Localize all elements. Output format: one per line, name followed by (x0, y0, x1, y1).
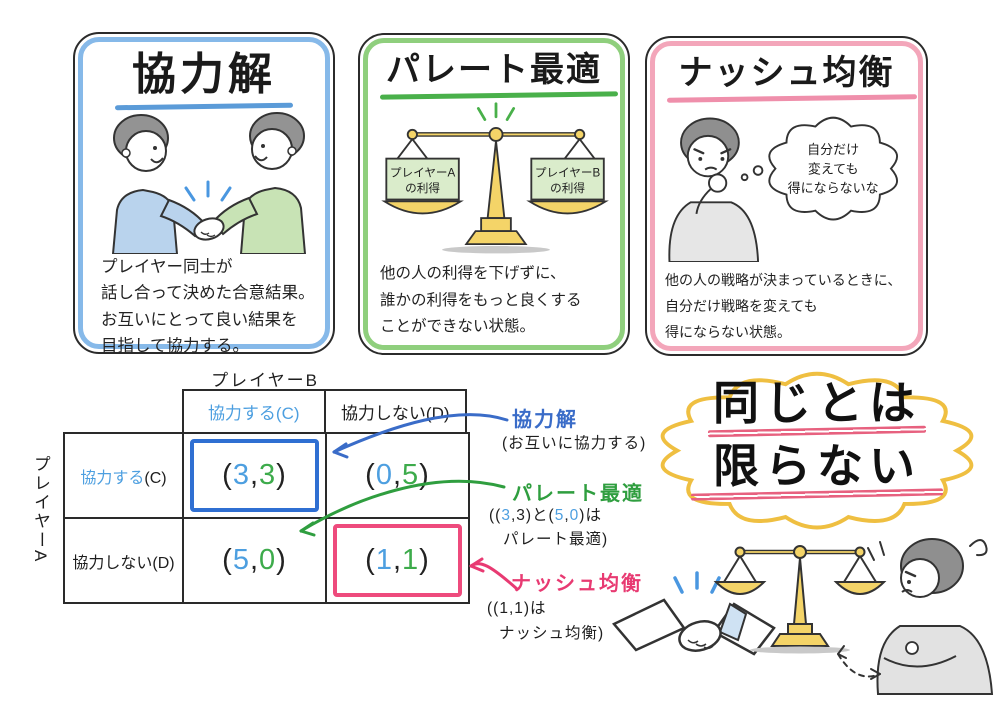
cloud-line1: 同じとは (713, 377, 921, 429)
pan-b-label-line1: プレイヤーB (535, 166, 601, 179)
card3-desc-line: 自分だけ戦略を変えても (665, 297, 818, 314)
card3-desc-line: 他の人の戦略が決まっているときに、 (665, 272, 902, 288)
card3-title: ナッシュ均衡 (678, 54, 895, 92)
card1-desc-line: 目指して協力する。 (101, 337, 250, 356)
thought-line3: 得にならないな (788, 181, 879, 196)
cell-cc: ( 3 , 3 ) (182, 432, 327, 519)
card1-desc-line: プレイヤー同士が (101, 258, 233, 276)
card1-description: プレイヤー同士が 話し合って決めた合意結果。 お互いにとって良い結果を 目指して… (101, 254, 315, 360)
card2-description: 他の人の利得を下げずに、 誰かの利得をもっと良くする ことができない状態。 (380, 261, 582, 341)
row-header-defect: 協力しない(D) (63, 517, 184, 604)
clasped-hands (193, 217, 225, 241)
payoff-dc: ( 5 , 0 ) (222, 544, 287, 576)
thought-line1: 自分だけ (807, 142, 859, 157)
cooperative-solution-highlight-box: ( 3 , 3 ) (190, 439, 319, 512)
card1-desc-line: 話し合って決めた合意結果。 (101, 284, 315, 303)
card2-desc-line: 誰かの利得をもっと良くする (380, 291, 582, 309)
annotation-pareto-note-line1: ((3,3)と(5,0)は (489, 507, 602, 524)
matrix-column-headers: 協力する(C) 協力しない(D) (182, 389, 467, 434)
cell-dc: ( 5 , 0 ) (182, 517, 327, 604)
card-pareto-optimal: パレート最適 プレイヤーA の利得 プレイヤーB の利得 (358, 33, 630, 355)
cell-dd: ( 1 , 1 ) (325, 517, 470, 604)
card3-description: 他の人の戦略が決まっているときに、 自分だけ戦略を変えても 得にならない状態。 (665, 268, 901, 346)
card-nash-equilibrium: ナッシュ均衡 自分だけ (645, 36, 928, 356)
annotation-pareto-label: パレート最適 (512, 483, 644, 505)
pan-b-label-line2: の利得 (550, 182, 585, 195)
card1-desc-line: お互いにとって良い結果を (101, 310, 298, 329)
matrix-row-cooperate: 協力する(C) ( 3 , 3 ) ( 0 , 5 ) (63, 432, 470, 519)
player-b-label: プレイヤーB (211, 371, 319, 390)
card2-desc-line: 他の人の利得を下げずに、 (380, 265, 566, 282)
left-person (111, 114, 207, 254)
annotation-pareto-note-line2: パレート最適) (503, 531, 609, 548)
thinking-person-illustration: 自分だけ 変えても 得にならないな (668, 116, 899, 262)
card-nash-inner: ナッシュ均衡 自分だけ (650, 41, 923, 351)
thought-line2: 変えても (808, 161, 859, 176)
spark-lines-icon (184, 180, 232, 202)
cloud-line2: 限らない (713, 440, 921, 492)
dashed-double-arrow (837, 645, 881, 680)
row-header-cooperate: 協力する(C) (63, 432, 184, 519)
card3-desc-line: 得にならない状態。 (665, 323, 791, 340)
sulking-person-icon (867, 538, 994, 695)
balance-scale-illustration: プレイヤーA の利得 プレイヤーB の利得 (381, 102, 609, 254)
nash-equilibrium-highlight-box: ( 1 , 1 ) (333, 524, 462, 597)
col-header-cooperate: 協力する(C) (184, 391, 326, 432)
pan-a-label-line2: の利得 (405, 182, 440, 195)
card3-title-underline (666, 94, 918, 103)
spark-lines-icon (476, 102, 516, 121)
card-cooperative-inner: 協力解 (78, 37, 330, 355)
payoff-cc: ( 3 , 3 ) (222, 459, 287, 491)
cloud-text: 同じとは 限らない (636, 380, 998, 506)
card1-title: 協力解 (132, 50, 276, 99)
bottom-illustrations (612, 538, 994, 695)
col-header-defect: 協力しない(D) (340, 404, 450, 423)
thinking-person (668, 117, 760, 262)
handshake-people-illustration (111, 112, 307, 254)
annotation-nash-label: ナッシュ均衡 (511, 573, 643, 595)
annotation-cooperative-label: 協力解 (512, 409, 578, 431)
not-always-same-cloud: 同じとは 限らない (636, 358, 998, 545)
balance-scale-icon (713, 545, 887, 654)
card2-desc-line: ことができない状態。 (380, 318, 536, 336)
annotation-nash-note-line2: ナッシュ均衡) (499, 625, 605, 642)
cell-cd: ( 0 , 5 ) (325, 432, 470, 519)
matrix-row-defect: 協力しない(D) ( 5 , 0 ) ( 1 , 1 ) (63, 517, 470, 604)
pan-a-label-line1: プレイヤーA (390, 166, 456, 179)
payoff-dd: ( 1 , 1 ) (365, 544, 430, 576)
card-cooperative-solution: 協力解 (73, 32, 335, 355)
thought-bubble: 自分だけ 変えても 得にならないな (740, 116, 899, 221)
right-person (211, 112, 307, 254)
player-a-label: プレイヤーA (31, 455, 50, 564)
payoff-cd: ( 0 , 5 ) (365, 459, 430, 491)
annotation-nash-note-line1: ((1,1)は (487, 600, 547, 617)
payoff-matrix-table: 協力する(C) ( 3 , 3 ) ( 0 , 5 ) 協力しない(D) ( 5… (63, 432, 470, 604)
annotation-cooperative-note: (お互いに協力する) (502, 435, 647, 452)
card-pareto-inner: パレート最適 プレイヤーA の利得 プレイヤーB の利得 (363, 38, 625, 350)
spark-lines-icon (673, 571, 721, 594)
card2-title: パレート最適 (386, 51, 602, 89)
card2-title-underline (379, 91, 619, 100)
